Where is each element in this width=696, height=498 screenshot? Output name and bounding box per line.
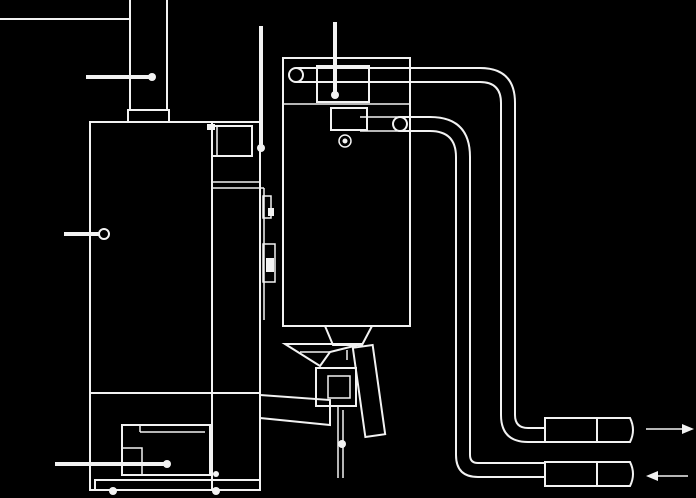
- pellet-hopper: [282, 57, 411, 346]
- feed-auger: [259, 343, 387, 478]
- callout-hopper-motor: [331, 22, 339, 99]
- boiler-body: [89, 121, 276, 491]
- chimney-flue: [0, 0, 170, 123]
- callout-door: [64, 228, 110, 240]
- callout-boiler-top: [257, 26, 265, 152]
- flow-in-arrow: [646, 471, 688, 481]
- hopper-motor: [316, 65, 370, 103]
- return-pipe: [400, 116, 634, 487]
- ash-drawer: [94, 424, 261, 495]
- flow-out-arrow: [646, 424, 694, 434]
- supply-pipe: [296, 67, 634, 443]
- callout-flue: [86, 73, 156, 81]
- callout-ash-drawer: [55, 460, 171, 468]
